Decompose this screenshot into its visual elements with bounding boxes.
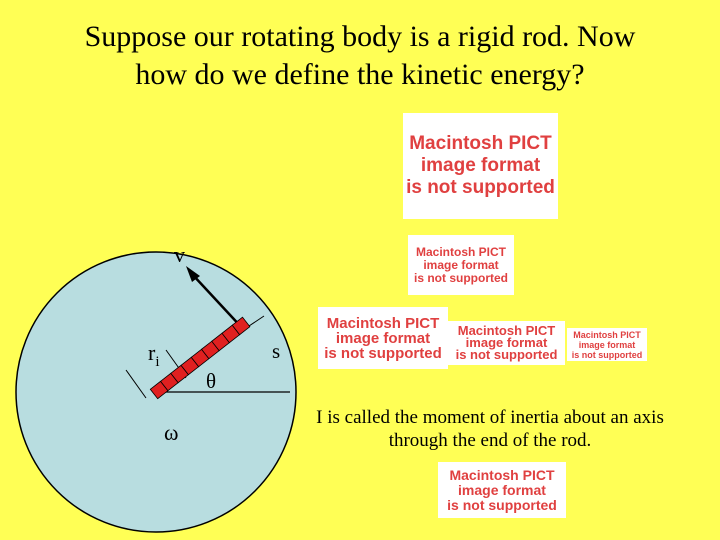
label-radius-r: r <box>148 340 156 365</box>
pict-line-1: Macintosh PICT <box>457 323 556 338</box>
title-line-1: Suppose our rotating body is a rigid rod… <box>84 20 636 53</box>
velocity-arrow <box>191 273 245 331</box>
pict-placeholder-image: Macintosh PICT image format is not suppo… <box>408 235 514 295</box>
pict-line-1: Macintosh PICT <box>415 244 506 259</box>
pict-placeholder-image: Macintosh PICT image format is not suppo… <box>318 307 448 369</box>
rod-segment <box>231 316 251 336</box>
pict-line-2: image format <box>465 335 548 350</box>
pict-line-3: is not supported <box>571 349 643 360</box>
pict-line-2: image format <box>423 257 499 272</box>
label-arc-length: s <box>272 339 280 363</box>
pict-line-2: image format <box>335 329 431 347</box>
pict-line-1: Macintosh PICT <box>449 466 555 483</box>
pict-line-3: is not supported <box>455 347 558 362</box>
pict-line-2: image format <box>578 339 636 350</box>
title-line-2: how do we define the kinetic energy? <box>135 58 585 91</box>
pict-placeholder-image: Macintosh PICT image format is not suppo… <box>448 321 565 365</box>
label-radius: ri <box>148 340 160 370</box>
caption-line-1: I is called the moment of inertia about … <box>316 407 664 428</box>
pict-line-3: is not supported <box>414 270 508 285</box>
pict-line-3: is not supported <box>447 496 557 513</box>
pict-placeholder-image: Macintosh PICT image format is not suppo… <box>438 462 566 518</box>
radius-tick-left <box>125 369 147 399</box>
label-omega: ω <box>164 420 178 445</box>
rigid-rod <box>149 316 251 400</box>
pict-placeholder-image: Macintosh PICT image format is not suppo… <box>567 328 647 361</box>
velocity-arrowhead <box>186 266 200 282</box>
pict-placeholder-image: Macintosh PICT image format is not suppo… <box>403 113 558 219</box>
pict-line-3: is not supported <box>324 344 442 362</box>
label-theta: θ <box>206 369 216 393</box>
pict-line-2: image format <box>420 155 541 176</box>
caption-line-2: through the end of the rod. <box>388 430 592 451</box>
pict-line-1: Macintosh PICT <box>573 329 641 340</box>
pict-line-3: is not supported <box>406 177 555 198</box>
moment-of-inertia-caption: I is called the moment of inertia about … <box>290 406 690 452</box>
pict-line-1: Macintosh PICT <box>326 314 440 332</box>
slide-title: Suppose our rotating body is a rigid rod… <box>20 18 700 94</box>
label-velocity: v <box>174 242 185 267</box>
pict-line-1: Macintosh PICT <box>409 133 552 154</box>
pict-line-2: image format <box>458 481 546 498</box>
label-radius-subscript: i <box>155 354 159 370</box>
